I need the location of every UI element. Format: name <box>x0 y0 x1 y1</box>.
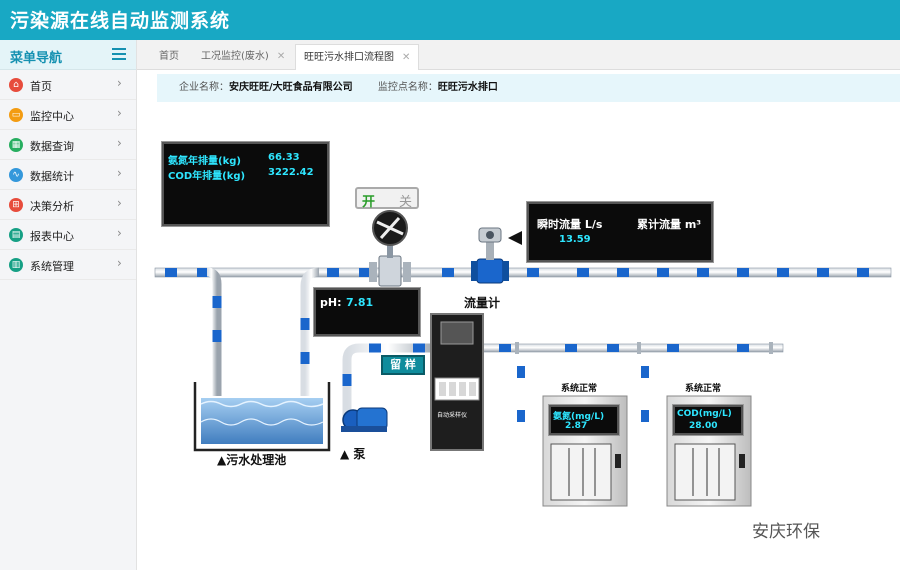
annual-emission-panel: 氨氮年排量(kg) 66.33 COD年排量(kg) 3222.42 <box>162 142 329 226</box>
point-name: 旺旺污水排口 <box>437 82 498 93</box>
sidebar-item-label: 数据查询 <box>30 140 74 153</box>
sidebar-header: 菜单导航 <box>0 40 136 70</box>
valve-switch[interactable]: 开 关 <box>355 187 419 210</box>
ph-value: 7.81 <box>346 296 374 309</box>
data-query-icon: ▦ <box>9 138 23 152</box>
sidebar-item-monitor[interactable]: ▭ 监控中心 › <box>0 100 136 130</box>
pool-label: ▲污水处理池 <box>217 453 287 467</box>
instant-flow-value: 13.59 <box>559 234 591 245</box>
stats-icon: ∿ <box>9 168 23 182</box>
tab-condition-monitor[interactable]: 工况监控(废水) ✕ <box>193 44 293 70</box>
tab-label: 工况监控(废水) <box>201 51 269 62</box>
cod-annual-value: 3222.42 <box>268 167 314 178</box>
home-icon: ⌂ <box>9 78 23 92</box>
sidebar-item-label: 报表中心 <box>30 230 74 243</box>
tab-home[interactable]: 首页 <box>151 44 187 70</box>
tab-flow-diagram[interactable]: 旺旺污水排口流程图 ✕ <box>295 44 420 70</box>
auto-sampler-label: 自动采样仪 <box>437 412 468 419</box>
valve-on-label[interactable]: 开 <box>362 195 376 210</box>
settings-icon: ▥ <box>9 258 23 272</box>
chevron-right-icon: › <box>117 166 122 180</box>
sidebar: 菜单导航 ⌂ 首页 › ▭ 监控中心 › ▦ 数据查询 › ∿ 数据统计 › ⊞… <box>0 40 137 570</box>
sidebar-item-analysis[interactable]: ⊞ 决策分析 › <box>0 190 136 220</box>
sidebar-item-settings[interactable]: ▥ 系统管理 › <box>0 250 136 280</box>
sidebar-item-label: 数据统计 <box>30 170 74 183</box>
flow-rate-panel: 瞬时流量 L/s 累计流量 m³ 13.59 <box>527 202 713 262</box>
sidebar-item-data-query[interactable]: ▦ 数据查询 › <box>0 130 136 160</box>
analyzer1-status: 系统正常 <box>561 384 598 394</box>
report-icon: ▤ <box>9 228 23 242</box>
point-key: 监控点名称： <box>377 82 438 93</box>
valve-off-label[interactable]: 关 <box>399 195 413 210</box>
ammonia-annual-label: 氨氮年排量(kg) <box>168 156 241 167</box>
sidebar-item-stats[interactable]: ∿ 数据统计 › <box>0 160 136 190</box>
pump-label: ▲ 泵 <box>340 447 366 461</box>
sidebar-item-home[interactable]: ⌂ 首页 › <box>0 70 136 100</box>
cod-annual-label: COD年排量(kg) <box>168 171 246 182</box>
sidebar-item-label: 决策分析 <box>30 200 74 213</box>
cumulative-flow-label: 累计流量 m³ <box>637 218 702 231</box>
app-header: 污染源在线自动监测系统 <box>0 0 900 40</box>
chevron-right-icon: › <box>117 76 122 90</box>
tab-label: 旺旺污水排口流程图 <box>304 52 394 63</box>
analysis-icon: ⊞ <box>9 198 23 212</box>
sidebar-item-report[interactable]: ▤ 报表中心 › <box>0 220 136 250</box>
watermark: 安庆环保 <box>752 522 820 542</box>
ammonia-label: 氨氮(mg/L) <box>553 412 605 422</box>
chevron-right-icon: › <box>117 196 122 210</box>
instant-flow-label: 瞬时流量 L/s <box>537 218 603 231</box>
sample-retain-button[interactable]: 留 样 <box>381 355 425 375</box>
menu-toggle-icon[interactable] <box>112 48 126 60</box>
flow-meter-label: 流量计 <box>464 296 501 310</box>
sidebar-item-label: 监控中心 <box>30 110 74 123</box>
monitor-icon: ▭ <box>9 108 23 122</box>
pump-icon <box>341 407 388 432</box>
process-flow-diagram: 氨氮年排量(kg) 66.33 COD年排量(kg) 3222.42 开 关 瞬… <box>137 104 900 570</box>
ph-label: pH: <box>320 296 342 309</box>
company-name: 安庆旺旺/大旺食品有限公司 <box>229 82 353 93</box>
sidebar-item-label: 首页 <box>30 80 52 93</box>
chevron-right-icon: › <box>117 256 122 270</box>
tab-label: 首页 <box>159 51 179 62</box>
close-icon[interactable]: ✕ <box>276 51 286 62</box>
sidebar-title: 菜单导航 <box>10 51 63 66</box>
sidebar-item-label: 系统管理 <box>30 260 74 273</box>
analyzer2-status: 系统正常 <box>685 384 722 394</box>
company-key: 企业名称： <box>179 82 229 93</box>
chevron-right-icon: › <box>117 106 122 120</box>
ammonia-analyzer-panel: 氨氮(mg/L) 2.87 <box>549 405 619 435</box>
cod-label: COD(mg/L) <box>677 409 732 419</box>
ammonia-annual-value: 66.33 <box>268 152 300 163</box>
cod-analyzer-panel: COD(mg/L) 28.00 <box>673 405 743 435</box>
tab-bar: 首页 工况监控(废水) ✕ 旺旺污水排口流程图 ✕ <box>137 40 900 70</box>
monitor-info-bar: 企业名称：安庆旺旺/大旺食品有限公司 监控点名称：旺旺污水排口 <box>157 74 900 102</box>
ammonia-value: 2.87 <box>565 421 588 431</box>
chevron-right-icon: › <box>117 136 122 150</box>
app-title: 污染源在线自动监测系统 <box>10 10 231 32</box>
cod-value: 28.00 <box>689 421 718 431</box>
chevron-right-icon: › <box>117 226 122 240</box>
close-icon[interactable]: ✕ <box>402 52 411 63</box>
ph-panel: pH: 7.81 <box>314 288 420 336</box>
